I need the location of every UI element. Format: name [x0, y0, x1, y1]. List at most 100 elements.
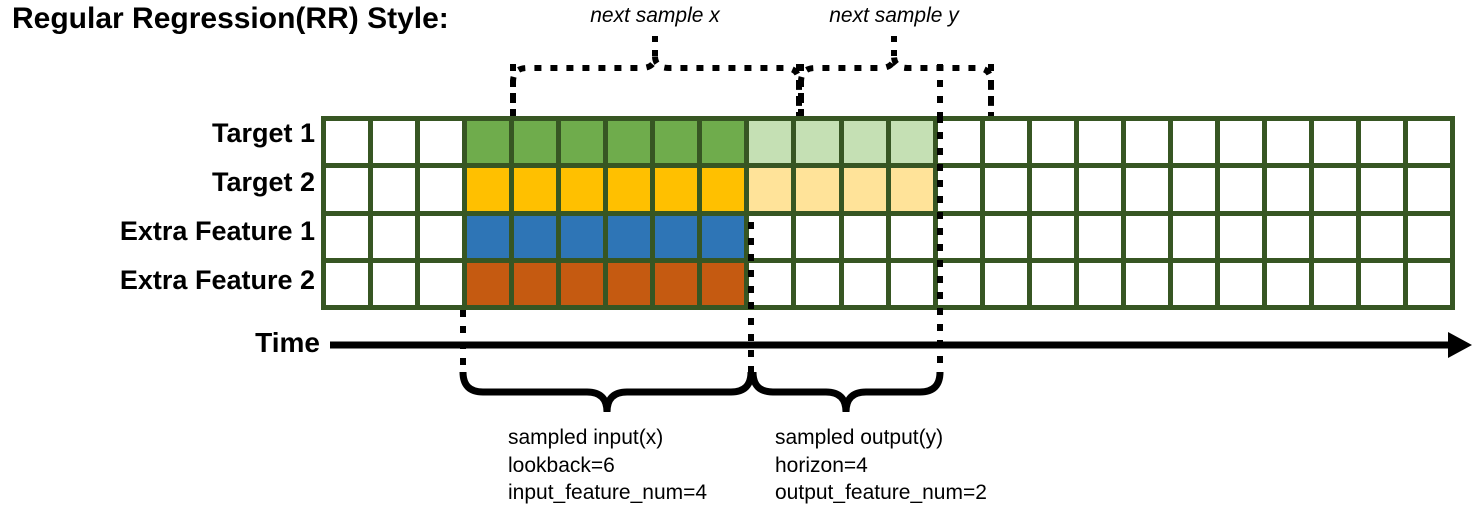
grid-cell-empty [1219, 121, 1262, 164]
grid-cell-empty [749, 215, 792, 258]
brace-next-sample-x [510, 55, 802, 116]
row-label-column: Target 1 Target 2 Extra Feature 1 Extra … [10, 116, 315, 310]
caption-next-sample-x: next sample x [590, 4, 720, 27]
grid-cell-empty [1078, 168, 1121, 211]
grid-cell-empty [1408, 215, 1451, 258]
caption-next-sample-y: next sample y [829, 4, 959, 27]
grid-cell-empty [1313, 262, 1357, 305]
grid-cell-output [749, 121, 792, 164]
grid-cell-empty [843, 262, 886, 305]
time-axis-label: Time [255, 327, 320, 358]
grid-cell-input [608, 121, 651, 164]
annotation-sampled-input: sampled input(x) lookback=6 input_featur… [508, 424, 707, 507]
grid-cell-empty [937, 262, 980, 305]
grid-cell-empty [984, 121, 1027, 164]
grid-cell-empty [373, 262, 416, 305]
grid-cell-empty [420, 215, 463, 258]
grid-cell-empty [1408, 262, 1451, 305]
grid-cell-input [702, 262, 745, 305]
grid-cell-empty [1266, 262, 1309, 305]
row-label-target-1: Target 1 [211, 118, 315, 148]
row-label-extra-feature-2: Extra Feature 2 [119, 265, 315, 295]
grid-cell-empty [796, 215, 839, 258]
grid-cell-empty [890, 215, 933, 258]
row-label-extra-feature-1: Extra Feature 1 [119, 216, 315, 246]
grid-cell-empty [1361, 215, 1404, 258]
grid-cell-input [561, 262, 604, 305]
grid-cell-input [467, 215, 510, 258]
grid-cell-input [514, 215, 557, 258]
grid-cell-empty [890, 262, 933, 305]
grid-cell-empty [749, 262, 792, 305]
annotation-input-line-3: input_feature_num=4 [508, 481, 708, 505]
grid-cell-empty [373, 215, 416, 258]
grid-cell-empty [420, 262, 463, 305]
grid-cell-input [561, 168, 604, 211]
annotation-output-line-1: sampled output(y) [775, 426, 944, 449]
grid-cell-empty [984, 215, 1027, 258]
grid-cell-empty [937, 215, 980, 258]
grid-cell-output [796, 168, 839, 211]
grid-cell-input [467, 121, 510, 164]
grid-cell-empty [1172, 262, 1215, 305]
annotation-input-line-1: sampled input(x) [508, 426, 664, 449]
grid-cell-input [655, 168, 698, 211]
grid-cell-input [608, 215, 651, 258]
grid-cell-input [467, 168, 510, 211]
grid-cell-empty [1078, 262, 1121, 305]
grid-cell-output [843, 168, 886, 211]
grid-cell-empty [1219, 215, 1262, 258]
grid-cell-empty [1125, 168, 1168, 211]
grid-row-extra-feature-1 [326, 215, 1451, 258]
grid-cell-empty [1219, 168, 1262, 211]
grid-cell-empty [1408, 121, 1451, 164]
grid-cell-empty [1313, 121, 1357, 164]
brace-sampled-output [749, 371, 944, 413]
grid-cell-input [608, 262, 651, 305]
grid-cell-empty [937, 121, 980, 164]
grid-cell-empty [1172, 121, 1215, 164]
grid-row-extra-feature-2 [326, 262, 1451, 305]
grid-cell-empty [1361, 121, 1404, 164]
page-title: Regular Regression(RR) Style: [12, 2, 449, 35]
annotation-output-line-2: horizon=4 [775, 453, 868, 477]
grid-cell-empty [1031, 262, 1074, 305]
time-axis-arrow [330, 332, 1472, 358]
grid-cell-empty [326, 121, 369, 164]
grid-cell-empty [937, 168, 980, 211]
grid-cell-empty [1078, 215, 1121, 258]
dotted-guides-top [510, 64, 943, 116]
grid-cell-empty [984, 168, 1027, 211]
grid-cell-empty [326, 168, 369, 211]
grid-cell-empty [1172, 215, 1215, 258]
annotation-sampled-output: sampled output(y) horizon=4 output_featu… [775, 424, 987, 507]
grid-cell-empty [420, 121, 463, 164]
grid-cell-output [749, 168, 792, 211]
grid-cell-empty [420, 168, 463, 211]
grid-cell-input [514, 121, 557, 164]
grid-cell-empty [1361, 168, 1404, 211]
grid-cell-empty [1408, 168, 1451, 211]
grid-cell-empty [326, 262, 369, 305]
brace-next-sample-y [798, 55, 994, 116]
grid-cell-input [514, 168, 557, 211]
annotation-input-line-2: lookback=6 [508, 453, 615, 477]
grid-row-target-1 [326, 121, 1451, 164]
grid-cell-input [655, 262, 698, 305]
grid-cell-empty [1078, 121, 1121, 164]
grid-row-target-2 [326, 168, 1451, 211]
timeseries-grid [321, 116, 1455, 310]
grid-cell-empty [1219, 262, 1262, 305]
grid-cell-empty [1125, 215, 1168, 258]
grid-cell-input [608, 168, 651, 211]
grid-cell-empty [796, 262, 839, 305]
grid-cell-input [561, 121, 604, 164]
grid-cell-empty [1172, 168, 1215, 211]
grid-cell-empty [843, 215, 886, 258]
grid-cell-input [702, 168, 745, 211]
annotation-output-line-3: output_feature_num=2 [775, 481, 987, 505]
grid-cell-empty [1361, 262, 1404, 305]
grid-cell-empty [326, 215, 369, 258]
grid-cell-empty [1313, 168, 1357, 211]
grid-cell-input [561, 215, 604, 258]
